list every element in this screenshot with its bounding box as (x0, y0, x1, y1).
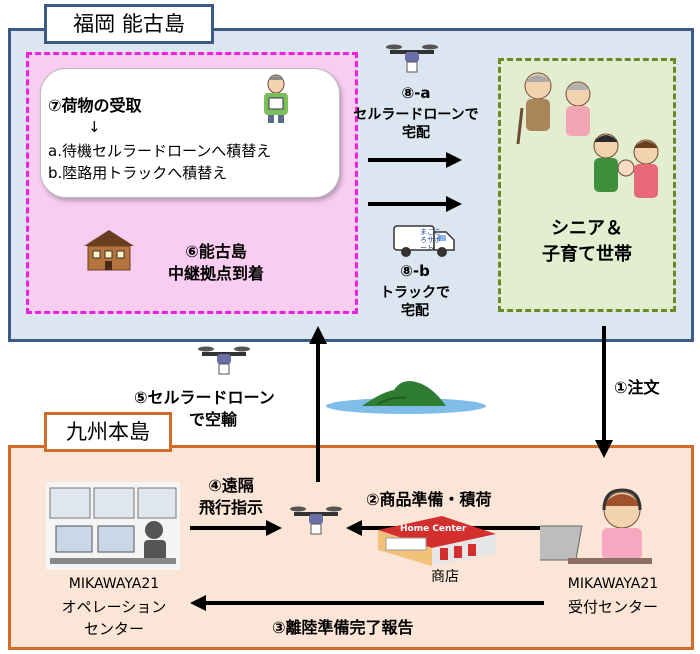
household-line1: シニア＆ (500, 214, 674, 240)
receive-title: ⑦荷物の受取 (48, 92, 142, 116)
shop-label: 商店 (420, 566, 470, 586)
prepare-text: ②商品準備・積荷 (366, 486, 492, 510)
truck-delivery-line1: ⑧-b (360, 262, 470, 280)
center-drone-icon (290, 500, 342, 540)
option-b-text: b.陸路用トラックへ積替え (48, 162, 227, 183)
airlift-line1: ⑤セルラードローン (134, 384, 275, 408)
truck-delivery-line2: トラックで (360, 282, 470, 302)
operator-icon (540, 480, 656, 566)
drone-delivery-line3: 宅配 (348, 122, 484, 142)
house-icon (80, 228, 138, 272)
control-room-icon (46, 482, 180, 570)
drone-delivery-line2: セルラードローンで (348, 104, 484, 124)
drone-delivery-line1: ⑧-a (348, 84, 484, 102)
option-a-text: a.待機セルラードローンへ積替え (48, 140, 271, 161)
island-icon (322, 372, 490, 416)
airlift-drone-icon (198, 340, 250, 380)
reception-line1: MIKAWAYA21 (548, 576, 678, 592)
store-sign: Home Center (400, 524, 466, 534)
drone-icon (386, 38, 438, 78)
remote-line2: 飛行指示 (186, 494, 276, 518)
delivery-arrows (366, 148, 466, 218)
fukuoka-region-label: 福岡 能古島 (44, 4, 214, 44)
order-text: ①注文 (614, 374, 660, 398)
truck-delivery-line3: 宅配 (360, 300, 470, 320)
remote-line1: ④遠隔 (186, 472, 276, 496)
arrive-line2: 中継拠点到着 (146, 260, 286, 284)
ops-line2: オペレーション (32, 596, 196, 617)
order-arrow (592, 326, 616, 462)
airlift-line2: で空輸 (134, 406, 292, 430)
family-icon (508, 64, 670, 210)
ops-line3: センター (32, 618, 196, 639)
arrive-line1: ⑥能古島 (146, 238, 286, 262)
person-icon (256, 74, 296, 124)
truck-sign: まごころサポート (420, 228, 444, 252)
ops-line1: MIKAWAYA21 (32, 576, 196, 592)
household-line2: 子育て世帯 (500, 240, 674, 266)
remote-arrow (188, 518, 284, 538)
store-icon (378, 510, 496, 566)
receive-arrow: ↓ (88, 118, 101, 136)
report-text: ③離陸準備完了報告 (272, 614, 414, 638)
report-arrow (188, 592, 548, 614)
reception-line2: 受付センター (548, 596, 678, 617)
